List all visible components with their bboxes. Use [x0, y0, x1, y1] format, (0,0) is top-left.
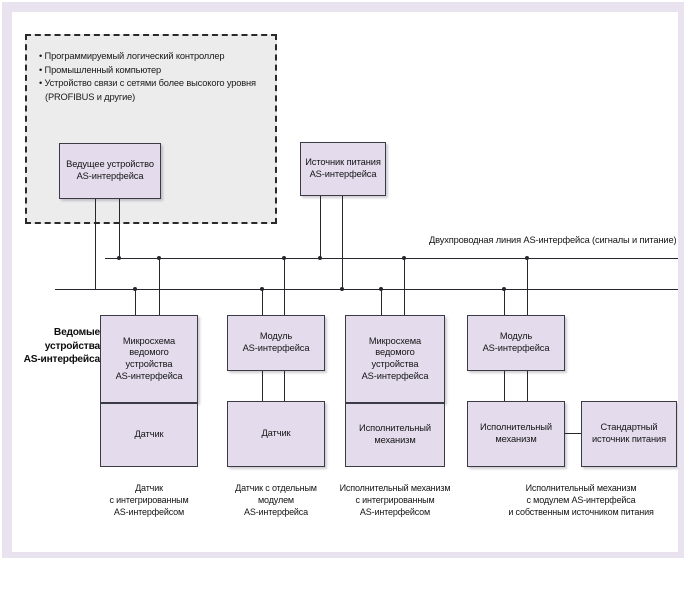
col3-bottom-line1: Исполнительный [359, 423, 431, 434]
col3-caption-line2: с интегрированным [355, 495, 435, 506]
drop-col1-a [135, 289, 137, 325]
drop-col2-b [284, 258, 286, 325]
junction-dot-col4-a [502, 287, 507, 292]
col1-caption: Датчик с интегрированным AS-интерфейсом [90, 482, 208, 519]
host-bullet-2: • Промышленный компьютер [39, 64, 161, 75]
host-bullet-list: • Программируемый логический контроллер … [39, 50, 275, 104]
col2-link-a [262, 371, 264, 401]
col4-side-box: Стандартный источник питания [581, 401, 677, 467]
col4-bottom-line1: Исполнительный [480, 422, 552, 433]
col3-top-line3: устройства [371, 359, 419, 369]
col2-top-line2: AS-интерфейса [242, 343, 310, 353]
col4-link-a [504, 371, 506, 401]
bus-line-label: Двухпроводная линия AS-интерфейса (сигна… [429, 235, 677, 245]
bus-line-signal [105, 258, 678, 260]
slave-devices-side-label: Ведомые устройства AS-интерфейса [12, 326, 101, 367]
as-interface-master-box: Ведущее устройство AS-интерфейса [59, 143, 161, 199]
col4-link-b [527, 371, 529, 401]
col3-bottom-box: Исполнительный механизм [345, 403, 445, 467]
power-wire-a [320, 196, 322, 259]
col1-bottom-line1: Датчик [134, 429, 164, 440]
col3-caption-line3: AS-интерфейсом [359, 507, 431, 518]
col3-top-line1: Микросхема [368, 335, 422, 346]
col3-top-box: Микросхема ведомого устройства AS-интерф… [345, 315, 445, 403]
junction-dot-power-a [318, 256, 323, 261]
drop-col2-a [262, 289, 264, 325]
col2-caption: Датчик с отдельным модулем AS-интерфейса [212, 482, 340, 519]
side-label-line1: Ведомые [53, 327, 100, 338]
col3-caption: Исполнительный механизм с интегрированны… [325, 482, 465, 519]
col1-caption-line1: Датчик [135, 483, 163, 493]
col1-bottom-box: Датчик [100, 403, 198, 467]
host-bullet-3: • Устройство связи с сетями более высоко… [39, 78, 256, 89]
col4-top-line2: AS-интерфейса [482, 343, 550, 353]
col4-caption-line1: Исполнительный механизм [525, 483, 637, 493]
col4-psu-link [565, 433, 581, 435]
junction-dot-col3-b [402, 256, 407, 261]
master-wire-b [119, 199, 121, 259]
junction-dot-col4-b [525, 256, 530, 261]
drop-col4-b [527, 258, 529, 325]
junction-dot-col1-a [133, 287, 138, 292]
power-box-line2: AS-интерфейса [309, 169, 377, 179]
col2-caption-line3: AS-интерфейса [243, 507, 309, 518]
col3-bottom-line2: механизм [374, 435, 416, 445]
col1-top-line2: ведомого [129, 347, 169, 358]
power-box-line1: Источник питания [305, 157, 381, 168]
host-bullet-1: • Программируемый логический контроллер [39, 51, 225, 61]
col4-side-line2: источник питания [591, 434, 667, 444]
col4-caption: Исполнительный механизм с модулем AS-инт… [485, 482, 677, 519]
col4-top-line1: Модуль [499, 331, 533, 342]
col3-top-line2: ведомого [375, 347, 415, 358]
col1-top-box: Микросхема ведомого устройства AS-интерф… [100, 315, 198, 403]
junction-dot-col1-b [157, 256, 162, 261]
host-bullet-3-continuation: (PROFIBUS и другие) [45, 91, 136, 102]
col1-caption-line2: с интегрированным [109, 495, 189, 506]
col1-caption-line3: AS-интерфейсом [113, 507, 185, 518]
col2-bottom-line1: Датчик [261, 428, 291, 439]
col2-top-box: Модуль AS-интерфейса [227, 315, 325, 371]
col3-caption-line1: Исполнительный механизм [339, 483, 451, 493]
col4-caption-line2: с модулем AS-интерфейса [526, 495, 636, 506]
col1-top-line3: устройства [125, 359, 173, 369]
col4-side-line1: Стандартный [600, 422, 658, 433]
junction-dot-col2-b [282, 256, 287, 261]
col4-top-box: Модуль AS-интерфейса [467, 315, 565, 371]
col2-bottom-box: Датчик [227, 401, 325, 467]
master-box-line2: AS-интерфейса [76, 171, 144, 181]
junction-dot-col2-a [260, 287, 265, 292]
bus-line-power [55, 289, 678, 291]
master-wire-a [95, 199, 97, 290]
power-wire-b [342, 196, 344, 290]
col2-top-line1: Модуль [259, 331, 293, 342]
drop-col1-b [159, 258, 161, 325]
master-box-line1: Ведущее устройство [66, 159, 154, 170]
drop-col3-b [404, 258, 406, 325]
page-frame-border: • Программируемый логический контроллер … [2, 2, 684, 558]
drop-col4-a [504, 289, 506, 325]
col2-caption-line1: Датчик с отдельным [235, 483, 317, 493]
side-label-line3: AS-интерфейса [23, 354, 101, 366]
col2-caption-line2: модулем [258, 495, 294, 506]
col1-top-line4: AS-интерфейса [115, 370, 183, 381]
junction-dot-power-b [340, 287, 345, 292]
col2-link-b [284, 371, 286, 401]
col4-bottom-box: Исполнительный механизм [467, 401, 565, 467]
as-interface-power-supply-box: Источник питания AS-интерфейса [300, 142, 386, 196]
col3-top-line4: AS-интерфейса [361, 370, 429, 381]
col4-bottom-line2: механизм [495, 434, 537, 444]
col1-top-line1: Микросхема [122, 335, 176, 346]
junction-dot-col3-a [379, 287, 384, 292]
col4-caption-line3: и собственным источником питания [508, 507, 654, 518]
diagram-canvas: • Программируемый логический контроллер … [12, 12, 678, 552]
side-label-line2: устройства [44, 340, 100, 352]
drop-col3-a [381, 289, 383, 325]
junction-dot-master-b [117, 256, 122, 261]
